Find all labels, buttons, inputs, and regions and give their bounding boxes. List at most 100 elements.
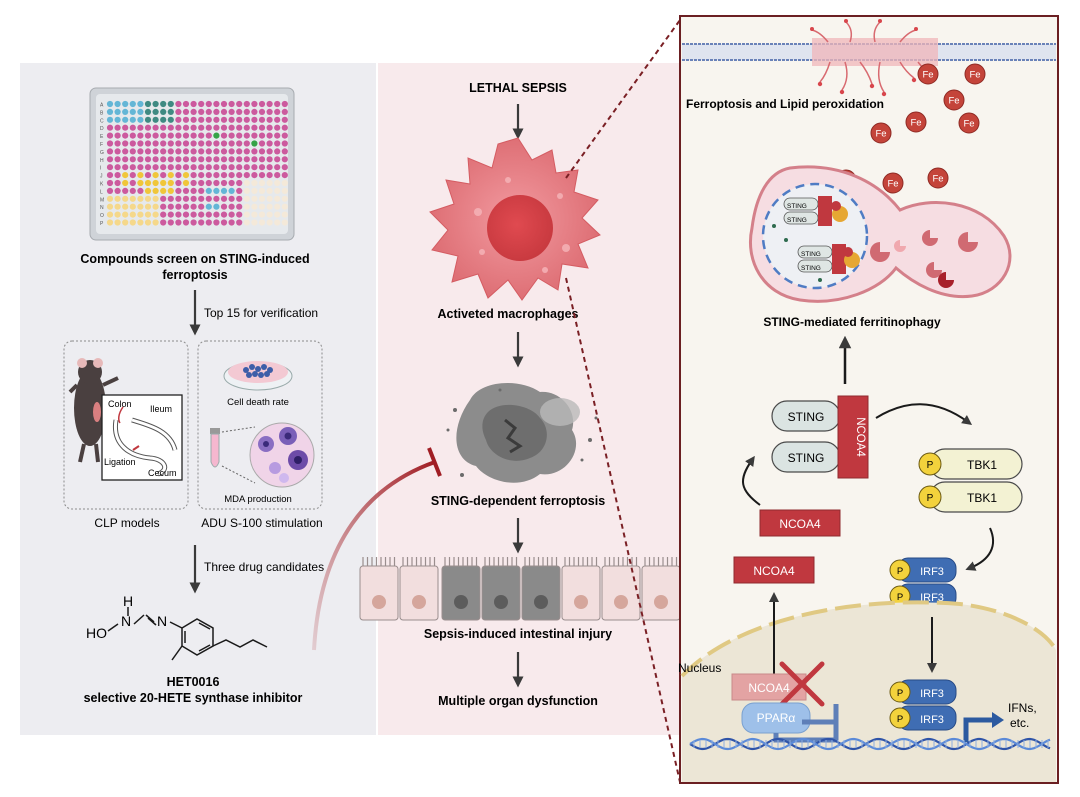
plate-well xyxy=(198,116,205,123)
ncoa4-label-lower: NCOA4 xyxy=(753,564,795,578)
plate-well xyxy=(175,148,182,155)
plate-well xyxy=(129,116,136,123)
plate-well xyxy=(220,219,228,226)
plate-well xyxy=(236,164,243,171)
plate-well xyxy=(182,148,190,155)
plate-well xyxy=(243,148,250,155)
fe-ion xyxy=(943,89,965,111)
plate-well xyxy=(274,148,281,155)
plate-well xyxy=(137,164,144,171)
plate-well xyxy=(205,108,212,115)
plate-well xyxy=(266,140,273,147)
epithelial-cell xyxy=(521,565,561,621)
plate-well xyxy=(175,179,182,187)
plate-well xyxy=(137,211,144,218)
epithelial-cell xyxy=(641,565,681,621)
plate-row-label: M xyxy=(100,197,104,203)
plate-well xyxy=(243,211,250,218)
fe-ion xyxy=(927,167,949,189)
plate-well xyxy=(220,195,228,202)
sting-dimer xyxy=(771,395,869,479)
plate-well xyxy=(167,179,174,187)
plate-well xyxy=(152,140,159,147)
plate-well xyxy=(167,124,174,131)
plate-well xyxy=(182,179,190,187)
plate-well xyxy=(122,195,129,202)
plate-well xyxy=(236,100,243,108)
plate-well xyxy=(198,132,205,139)
plate-well xyxy=(144,164,152,171)
plate-row-label: P xyxy=(100,221,104,227)
zoom-line-top xyxy=(565,19,681,179)
plate-well xyxy=(175,116,182,123)
plate-well xyxy=(220,108,228,115)
plate-well xyxy=(167,172,174,179)
clp-ileum-label: Ileum xyxy=(150,404,172,414)
plate-well xyxy=(114,164,121,171)
plate-well xyxy=(220,203,228,210)
epithelial-cell xyxy=(561,565,601,621)
plate-well xyxy=(175,132,182,139)
plate-well xyxy=(167,116,174,123)
plate-well xyxy=(190,211,197,218)
arrow1-label: Top 15 for verification xyxy=(204,306,318,320)
plate-well xyxy=(175,203,182,210)
plate-well xyxy=(182,108,190,115)
plate-well xyxy=(160,132,167,139)
plate-well xyxy=(258,124,266,131)
fe-ion-label: Fe xyxy=(922,70,933,81)
plate-well xyxy=(182,100,190,108)
ncoa4-label-upper: NCOA4 xyxy=(779,517,821,531)
mda-label: MDA production xyxy=(224,494,292,505)
cell-nucleus xyxy=(534,595,548,609)
plate-well xyxy=(251,187,258,194)
plate-well xyxy=(144,219,152,226)
plate-well xyxy=(228,195,235,202)
plate-well xyxy=(137,179,144,187)
plate-well xyxy=(190,187,197,194)
plate-well xyxy=(182,156,190,163)
arrow2-label: Three drug candidates xyxy=(204,560,324,574)
plate-well xyxy=(205,140,212,147)
plate-well xyxy=(205,187,212,194)
plate-well xyxy=(251,140,258,147)
plate-well xyxy=(258,195,266,202)
plate-well xyxy=(274,164,281,171)
tube-icon xyxy=(210,428,220,468)
plate-well xyxy=(167,187,174,194)
plate-well xyxy=(228,116,235,123)
plate-well xyxy=(236,132,243,139)
plate-well xyxy=(144,187,152,194)
plate-well xyxy=(274,156,281,163)
plate-well xyxy=(198,179,205,187)
plate-row-label: C xyxy=(100,118,104,124)
plate-well xyxy=(281,108,288,115)
plate-well xyxy=(220,116,228,123)
plate-well xyxy=(152,179,159,187)
plate-well xyxy=(258,116,266,123)
plate-well xyxy=(190,179,197,187)
plate-well xyxy=(182,195,190,202)
mini-sting-2: STING xyxy=(787,217,807,224)
plate-well xyxy=(106,132,114,139)
plate-well xyxy=(281,116,288,123)
epithelial-cell xyxy=(359,565,399,621)
tbk1-p-top: P xyxy=(927,460,934,471)
plate-well xyxy=(198,140,205,147)
plate-well xyxy=(144,172,152,179)
plate-well xyxy=(190,203,197,210)
plate-well xyxy=(175,187,182,194)
plate-well xyxy=(236,211,243,218)
plate-well xyxy=(205,203,212,210)
plate-well xyxy=(236,124,243,131)
plate-well xyxy=(251,156,258,163)
fe-ion-label: Fe xyxy=(875,129,886,140)
plate-well xyxy=(228,132,235,139)
plate-well xyxy=(213,195,220,202)
clp-caption: CLP models xyxy=(94,516,159,530)
fe-ion xyxy=(882,172,904,194)
plate-well xyxy=(129,148,136,155)
activated-macrophages-label: Activeted macrophages xyxy=(437,307,578,321)
plate-well xyxy=(274,211,281,218)
